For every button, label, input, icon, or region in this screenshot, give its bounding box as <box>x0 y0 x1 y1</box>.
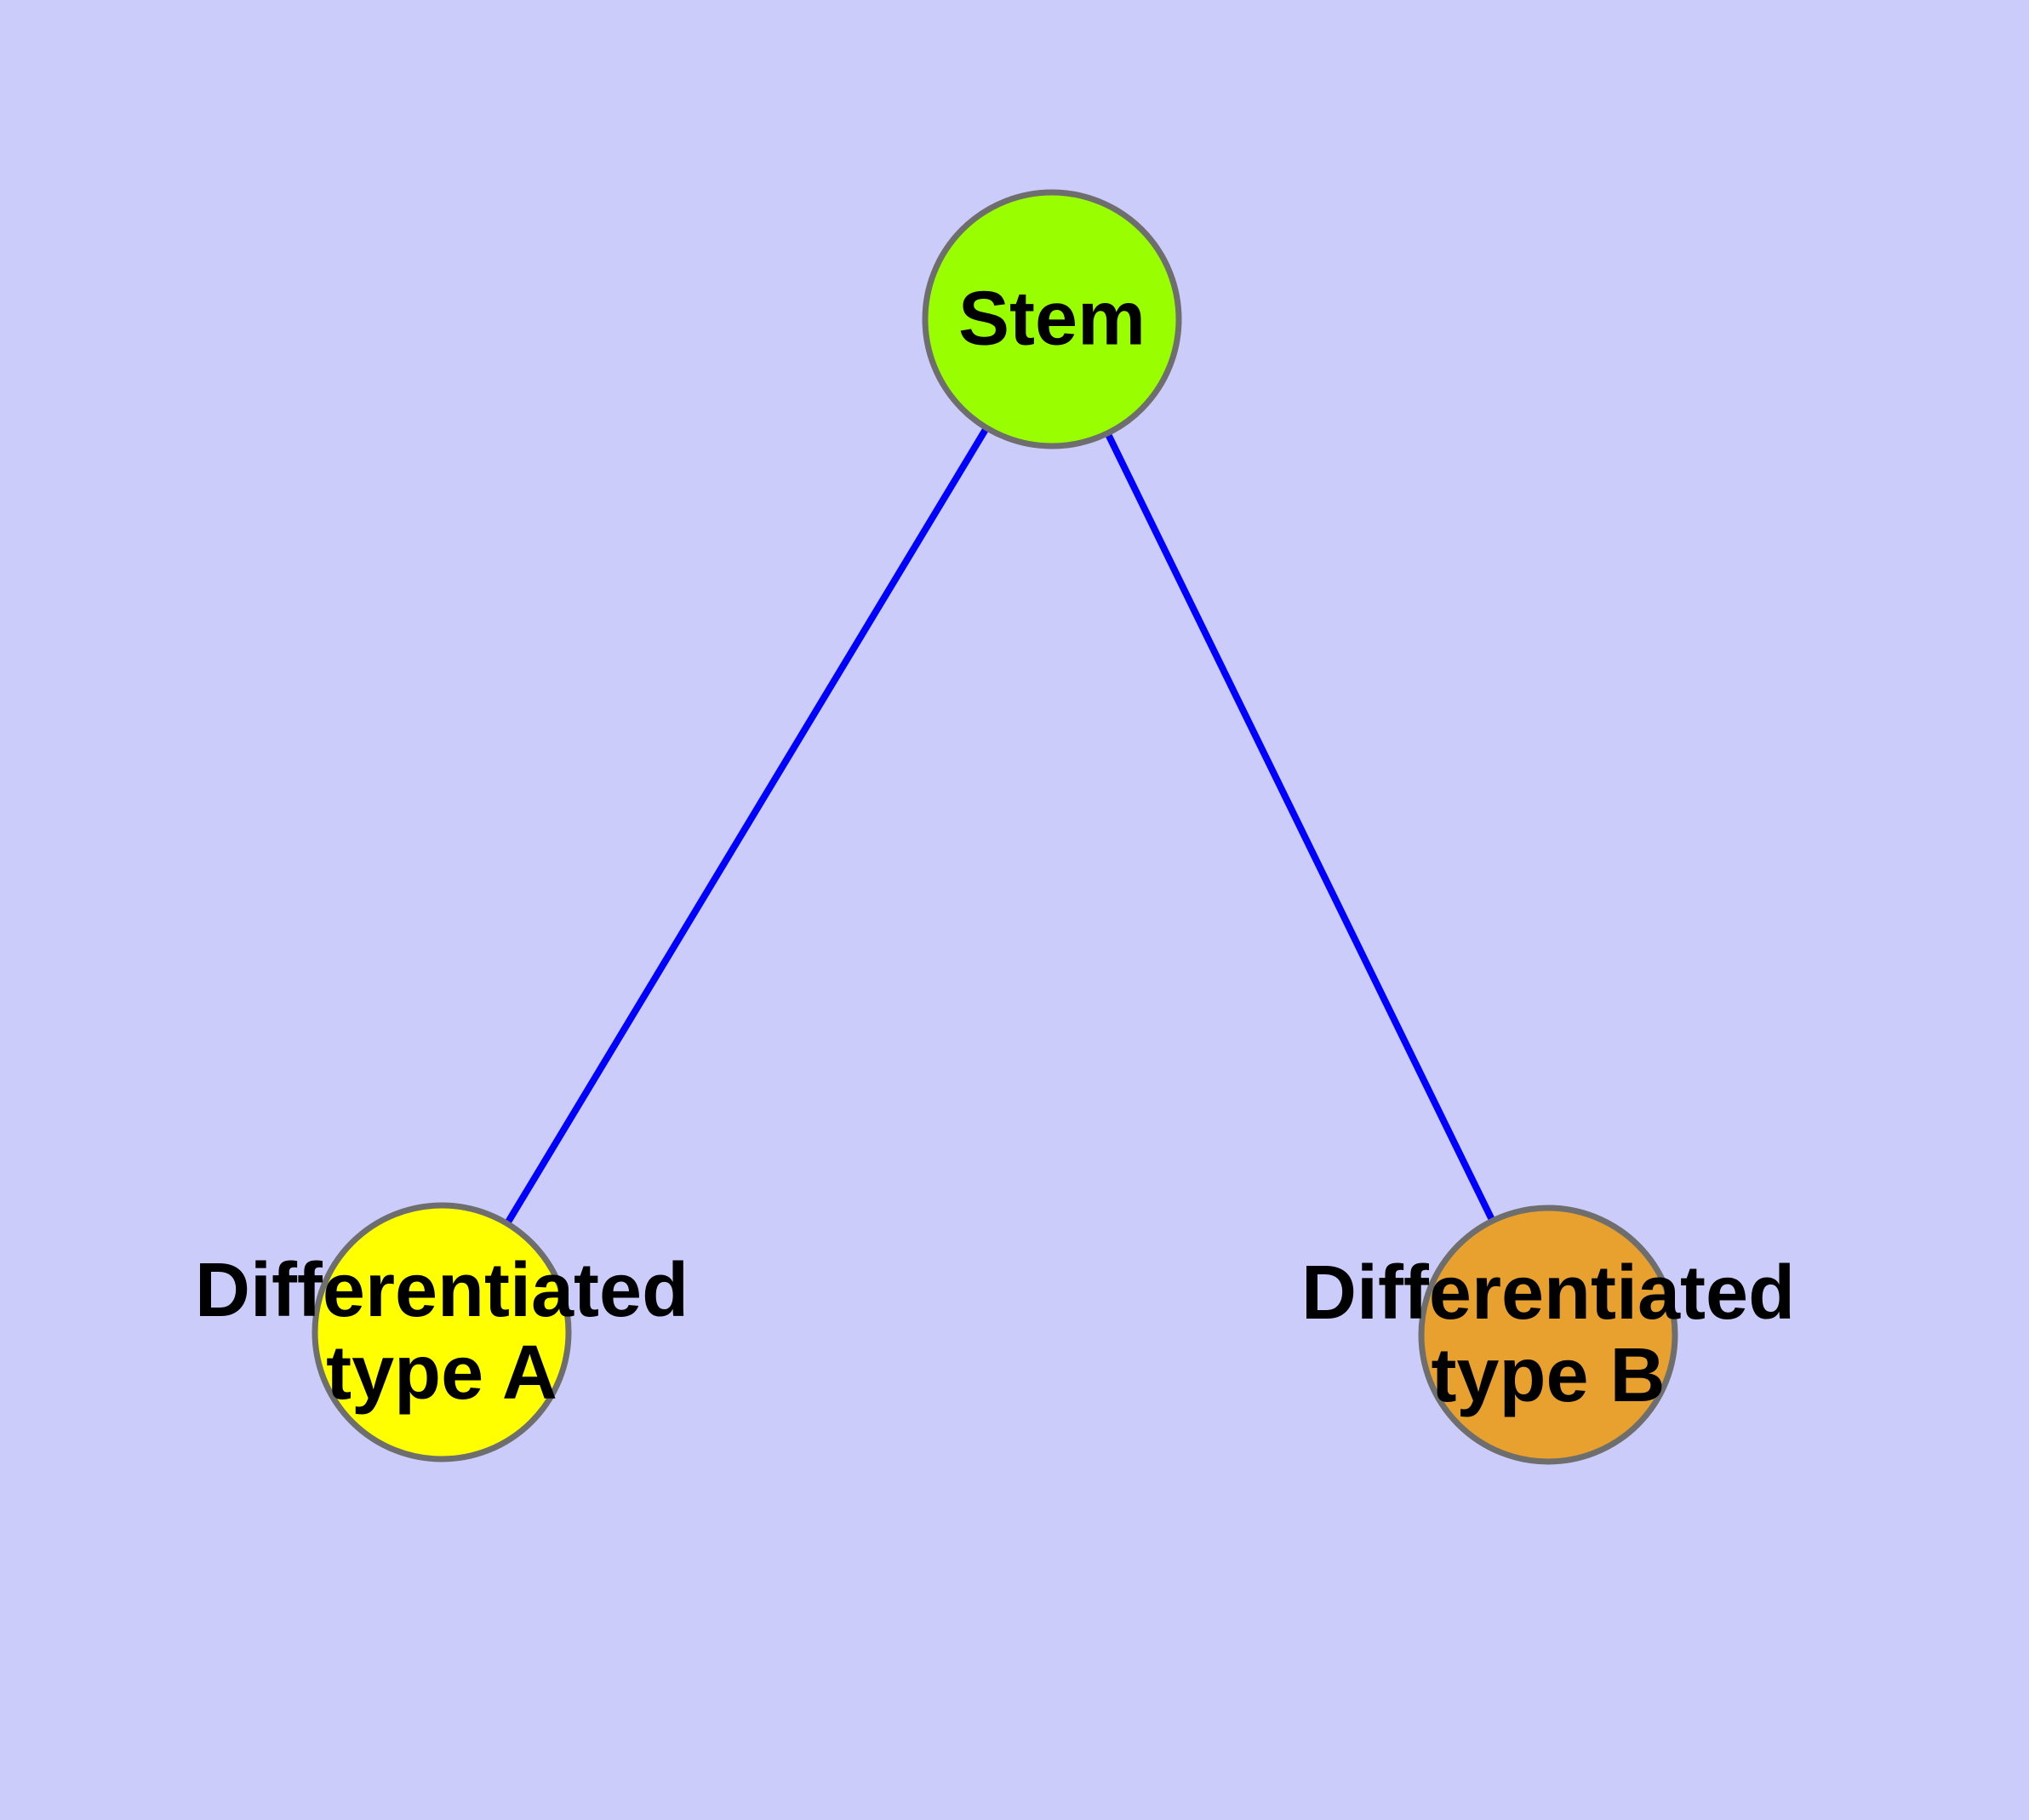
node-differentiated-type-a[interactable] <box>311 1202 572 1462</box>
edge-stem-to-differentiated-b[interactable] <box>1103 430 1497 1224</box>
node-stem[interactable] <box>922 189 1182 449</box>
edge-stem-to-differentiated-a[interactable] <box>503 424 991 1228</box>
edge-layer <box>503 424 1497 1228</box>
node-differentiated-type-b[interactable] <box>1418 1205 1678 1465</box>
node-layer <box>311 189 1678 1465</box>
